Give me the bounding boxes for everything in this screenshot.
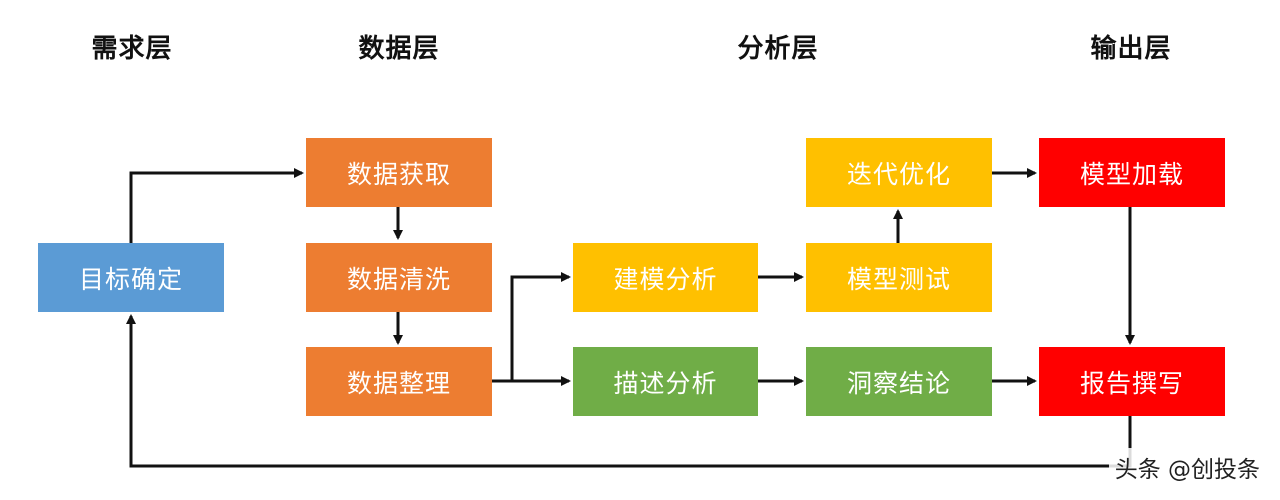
layer-title-data: 数据层: [358, 34, 440, 64]
node-load: 模型加载: [1039, 138, 1225, 207]
watermark: 头条 @创投条: [1108, 448, 1266, 486]
arrow-organize-to-modeling: [492, 272, 571, 383]
arrow-goal-to-acquire: [129, 168, 304, 243]
arrow-report-to-goal: [126, 314, 1132, 468]
layer-title-output: 输出层: [1090, 34, 1172, 64]
node-report: 报告撰写: [1039, 347, 1225, 416]
node-organize: 数据整理: [306, 347, 492, 416]
node-descriptive: 描述分析: [573, 347, 758, 416]
node-test: 模型测试: [806, 243, 992, 312]
node-insight: 洞察结论: [806, 347, 992, 416]
node-goal: 目标确定: [38, 243, 224, 312]
layer-title-demand: 需求层: [91, 34, 173, 64]
node-iterate: 迭代优化: [806, 138, 992, 207]
node-acquire: 数据获取: [306, 138, 492, 207]
layer-title-analysis: 分析层: [737, 34, 819, 64]
node-modeling: 建模分析: [573, 243, 758, 312]
node-clean: 数据清洗: [306, 243, 492, 312]
